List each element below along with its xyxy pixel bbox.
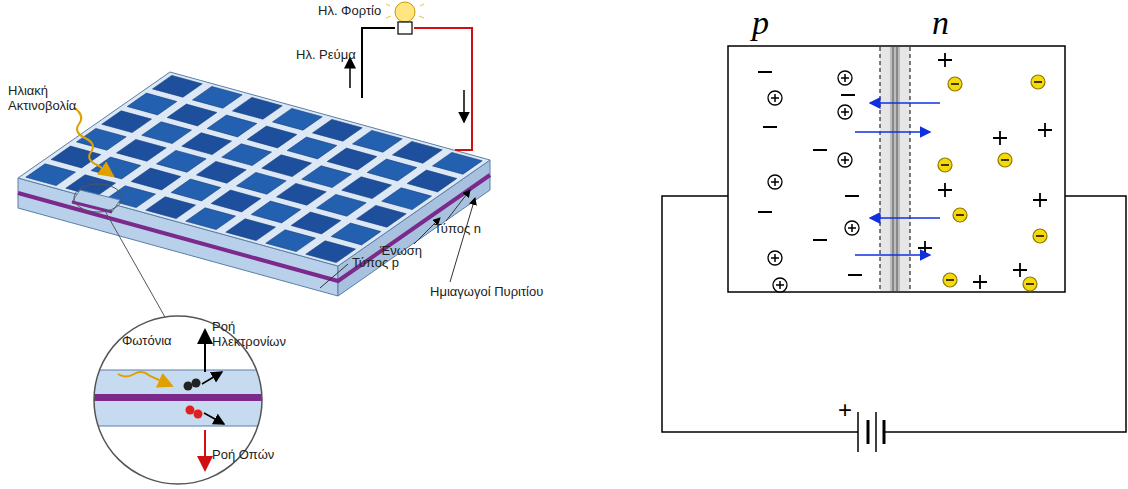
label-text: Ηλιακή Ακτινοβολία (8, 84, 86, 114)
solar-cell (142, 122, 192, 144)
region-label: n (932, 6, 949, 40)
solar-cell (331, 223, 381, 245)
solar-cell (327, 148, 377, 170)
current-arrow (463, 90, 465, 122)
sunlight-ray (75, 108, 113, 176)
inset-label: Ροή Ηλεκτρονίων (212, 320, 292, 350)
solar-cell (131, 168, 181, 190)
layer-label: Τύπος n (434, 222, 481, 237)
solar-cell (382, 188, 432, 210)
solar-cell (313, 119, 363, 141)
bulb (386, 0, 424, 34)
label-text: Ηλ. Ρεύμα (296, 48, 356, 63)
inset-label: Ροή Οπών (212, 448, 274, 463)
solar-cell (306, 241, 356, 263)
solar-cell (226, 219, 276, 241)
solar-cell (77, 128, 127, 150)
solar-cell (407, 170, 457, 192)
label-text: Ηλ. Φορτίο (318, 4, 381, 19)
polarity-sign: + (838, 398, 852, 422)
solar-cell (357, 205, 407, 227)
wire (362, 28, 395, 98)
solar-cell (233, 97, 283, 119)
solar-cell (277, 183, 327, 205)
solar-cell (26, 164, 76, 186)
solar-cell (302, 166, 352, 188)
current-arrow (349, 58, 351, 88)
solar-cell (193, 86, 243, 108)
solar-cell (207, 115, 257, 137)
solar-cell (266, 230, 316, 252)
solar-cell (262, 155, 312, 177)
solar-cell (171, 179, 221, 201)
pn-junction (728, 46, 1065, 292)
solar-cell (157, 150, 207, 172)
solar-cell (393, 141, 443, 163)
solar-cell (102, 111, 152, 133)
solar-cell (291, 212, 341, 234)
solar-cell (433, 152, 483, 174)
solar-cell (251, 201, 301, 223)
solar-cell (342, 177, 392, 199)
solar-cell (367, 159, 417, 181)
region-label: p (752, 6, 769, 40)
solar-cell (353, 130, 403, 152)
solar-cell (117, 139, 167, 161)
solar-cell (237, 172, 287, 194)
solar-cell (167, 104, 217, 126)
solar-cell (146, 197, 196, 219)
solar-cell (182, 133, 232, 155)
solar-cell (211, 190, 261, 212)
solar-cell (186, 208, 236, 230)
solar-cell (317, 194, 367, 216)
solar-cell (287, 137, 337, 159)
wire (414, 28, 472, 150)
layer-label: Τύπος p (352, 256, 399, 271)
solar-cell (153, 75, 203, 97)
layer-label: Ημιαγωγοί Πυριτίου (430, 285, 543, 300)
solar-cell (222, 144, 272, 166)
battery-circuit (662, 196, 1126, 452)
solar-cell (273, 108, 323, 130)
inset-label: Φωτόνια (122, 334, 172, 349)
solar-cell (91, 157, 141, 179)
solar-cell (127, 93, 177, 115)
solar-cell (197, 161, 247, 183)
solar-cell (247, 126, 297, 148)
solar-panel (18, 72, 490, 317)
